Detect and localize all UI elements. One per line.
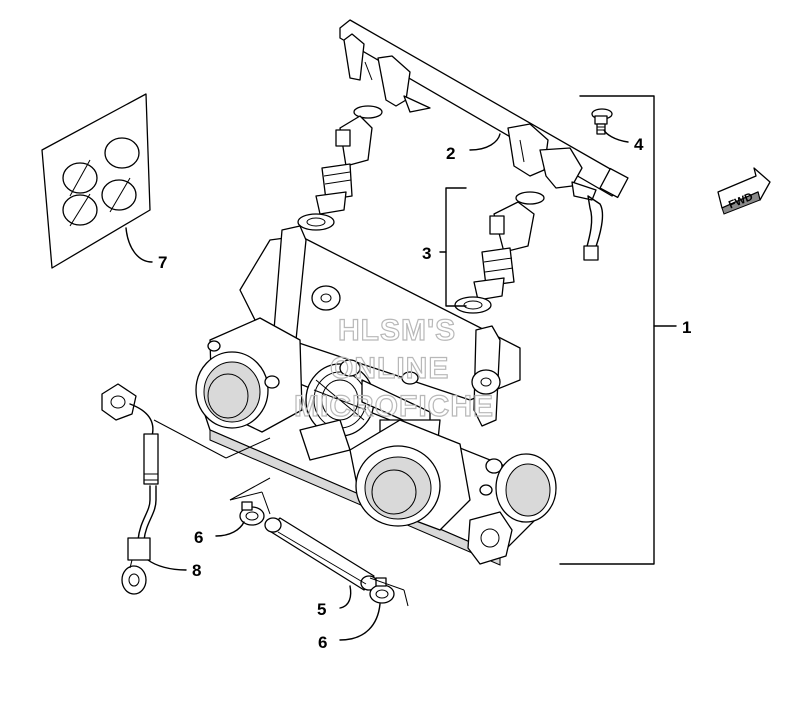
- throttle-body-assembly-part-1: [153, 225, 557, 566]
- injector-left-part-3: [297, 105, 383, 231]
- callout-2: 2: [446, 144, 455, 163]
- watermark: HLSM'S ONLINE MICROFICHE: [293, 313, 494, 423]
- hose-part-5: [264, 517, 378, 591]
- watermark-line-2: ONLINE: [330, 352, 449, 385]
- callout-3: 3: [422, 244, 431, 263]
- callout-7: 7: [158, 253, 167, 272]
- callout-labels: 1 2 3 4 5 6 6 7 8: [158, 135, 691, 652]
- clamp-upper-part-6: [229, 491, 271, 526]
- callout-4: 4: [634, 135, 644, 154]
- forward-direction-arrow-icon: FWD: [717, 167, 771, 215]
- fuel-rail-part-2: [339, 19, 629, 261]
- callout-5: 5: [317, 600, 326, 619]
- watermark-line-1: HLSM'S: [338, 314, 456, 347]
- injector-right-part-3: [454, 191, 545, 314]
- clamp-lower-part-6: [369, 577, 409, 607]
- gasket-sheet-part-7: [41, 93, 151, 269]
- callout-8: 8: [192, 561, 201, 580]
- bolt-part-4: [591, 108, 613, 135]
- callout-1: 1: [682, 318, 691, 337]
- callout-6-upper: 6: [194, 528, 203, 547]
- watermark-line-3: MICROFICHE: [294, 390, 494, 423]
- sensor-cable-part-8: [101, 383, 159, 595]
- leader-lines: [125, 95, 677, 641]
- callout-6-lower: 6: [318, 633, 327, 652]
